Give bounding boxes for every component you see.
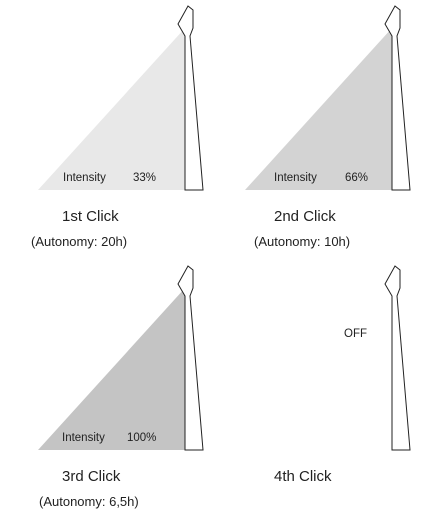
lamp-diagram-2 <box>245 5 411 191</box>
off-label: OFF <box>344 328 367 340</box>
panel-4th-click: OFF 4th Click <box>212 254 424 508</box>
autonomy-label: (Autonomy: 10h) <box>254 234 351 249</box>
click-label: 3rd Click <box>62 468 121 485</box>
light-beam <box>245 28 392 190</box>
lamp-body <box>384 265 411 451</box>
lamp-body <box>384 5 411 191</box>
click-label: 4th Click <box>274 468 332 485</box>
intensity-value: 66% <box>345 172 369 184</box>
lamp-body <box>177 5 204 191</box>
intensity-value: 33% <box>133 172 157 184</box>
click-label: 1st Click <box>62 208 119 225</box>
intensity-label: Intensity <box>62 432 105 444</box>
light-beam <box>38 28 185 190</box>
panel-1st-click: Intensity 33% 1st Click (Autonomy: 20h) <box>0 0 212 254</box>
intensity-value: 100% <box>127 432 157 444</box>
lamp-body <box>177 265 204 451</box>
lamp-diagram-4 <box>384 265 411 451</box>
autonomy-label: (Autonomy: 6,5h) <box>39 494 139 509</box>
lamp-diagram-1 <box>38 5 204 191</box>
light-beam <box>38 288 185 450</box>
lamp-diagram-3 <box>38 265 204 451</box>
intensity-label: Intensity <box>274 172 317 184</box>
autonomy-label: (Autonomy: 20h) <box>31 234 128 249</box>
click-label: 2nd Click <box>274 208 336 225</box>
panel-3rd-click: Intensity 100% 3rd Click (Autonomy: 6,5h… <box>0 254 212 509</box>
panel-2nd-click: Intensity 66% 2nd Click (Autonomy: 10h) <box>212 0 424 254</box>
intensity-label: Intensity <box>63 172 106 184</box>
